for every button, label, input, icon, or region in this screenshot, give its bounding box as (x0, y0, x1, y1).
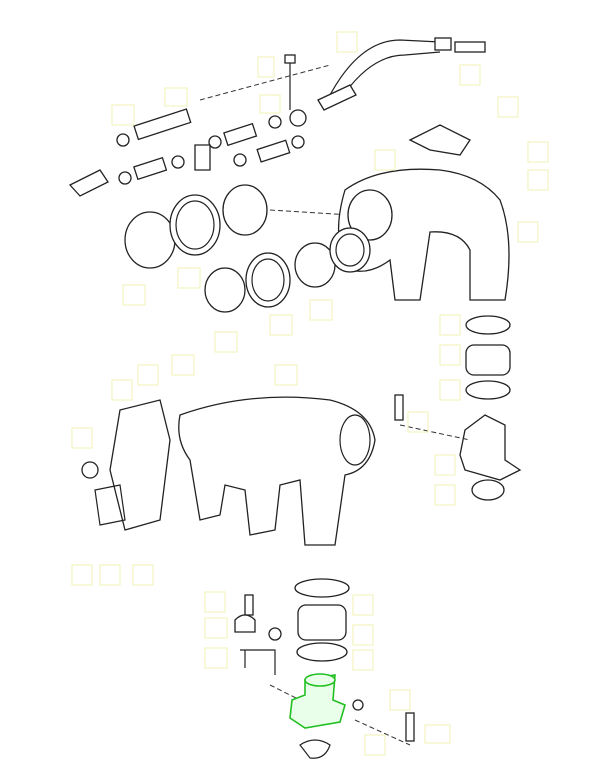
clamp-ring (116, 133, 130, 147)
callout-box[interactable] (434, 484, 456, 506)
hose-clamp (465, 380, 511, 400)
callout-box[interactable] (497, 96, 519, 118)
tee-fitting (194, 144, 211, 171)
callout-box[interactable] (439, 314, 461, 336)
callout-box[interactable] (259, 94, 281, 114)
nut (352, 699, 364, 711)
upper-intake-manifold (329, 124, 510, 301)
callout-box[interactable] (122, 284, 146, 306)
callout-box[interactable] (132, 564, 154, 586)
clamp-ring (208, 135, 222, 149)
right-hose-stack (394, 315, 522, 501)
callout-box[interactable] (527, 141, 549, 163)
callout-box[interactable] (459, 64, 481, 86)
callout-box[interactable] (111, 104, 135, 126)
upper-hose-assembly (199, 37, 486, 127)
sleeve (297, 604, 347, 641)
callout-box[interactable] (336, 31, 358, 53)
clip (234, 614, 256, 633)
clamp-ring (171, 155, 185, 169)
callout-box[interactable] (439, 344, 461, 366)
callout-box[interactable] (269, 314, 293, 336)
lower-hose-stack (234, 578, 415, 746)
callout-box[interactable] (71, 427, 93, 449)
clamp-ring (268, 115, 282, 129)
hose-clamp (294, 242, 336, 288)
hose-clamp (465, 315, 511, 335)
callout-boxes (71, 31, 549, 756)
gasket (299, 739, 331, 759)
hose-clamp (204, 267, 246, 313)
tube (256, 139, 291, 163)
callout-box[interactable] (434, 454, 456, 476)
callout-box[interactable] (389, 689, 411, 711)
hose-clamp (124, 211, 176, 269)
callout-box[interactable] (257, 56, 275, 78)
callout-box[interactable] (352, 624, 374, 646)
sleeve (465, 344, 511, 376)
callout-box[interactable] (137, 364, 159, 386)
callout-box[interactable] (364, 734, 386, 756)
hose-fitting (434, 37, 452, 51)
clamp-ring (118, 171, 132, 185)
callout-box[interactable] (439, 379, 461, 401)
thermostat-housing (459, 414, 522, 481)
nut (268, 627, 282, 641)
bolt (405, 712, 415, 742)
sleeve (169, 194, 221, 256)
tube-parts (68, 108, 305, 197)
tube (133, 108, 192, 141)
callout-box[interactable] (99, 564, 121, 586)
callout-box[interactable] (164, 87, 188, 107)
sleeve (245, 252, 291, 308)
callout-box[interactable] (527, 169, 549, 191)
callout-box[interactable] (171, 354, 195, 376)
tube (133, 156, 168, 181)
bracket (408, 124, 471, 156)
callout-box[interactable] (204, 647, 228, 669)
callout-box[interactable] (407, 411, 429, 433)
clamp (289, 109, 307, 127)
callout-box[interactable] (309, 299, 333, 321)
intake-sleeves (124, 184, 351, 313)
callout-box[interactable] (352, 594, 374, 616)
callout-box[interactable] (204, 617, 228, 639)
callout-box[interactable] (214, 331, 238, 353)
callout-box[interactable] (517, 221, 539, 243)
gasket (471, 479, 505, 501)
bolt (244, 594, 254, 616)
clamp-ring (233, 153, 247, 167)
callout-box[interactable] (374, 149, 396, 171)
nut (81, 461, 99, 479)
bracket (240, 649, 276, 675)
gasket (94, 484, 126, 526)
callout-box[interactable] (71, 564, 93, 586)
bolt (284, 54, 296, 64)
highlighted-water-outlet[interactable] (289, 673, 346, 759)
hose-clamp (294, 578, 350, 598)
bolt (394, 394, 404, 421)
callout-box[interactable] (424, 724, 451, 744)
gasket-plate (109, 399, 171, 531)
hose-clamp (296, 642, 348, 662)
callout-box[interactable] (111, 379, 133, 401)
callout-box[interactable] (352, 649, 374, 671)
clamp-ring (291, 135, 305, 149)
hose-connector (454, 41, 486, 53)
callout-box[interactable] (204, 591, 226, 613)
callout-box[interactable] (274, 364, 298, 386)
valve (68, 169, 109, 197)
hose-clamp (222, 184, 268, 236)
tube (223, 122, 258, 147)
hose-tee (317, 84, 357, 111)
lower-intake-manifold (81, 396, 376, 546)
callout-box[interactable] (177, 267, 201, 289)
